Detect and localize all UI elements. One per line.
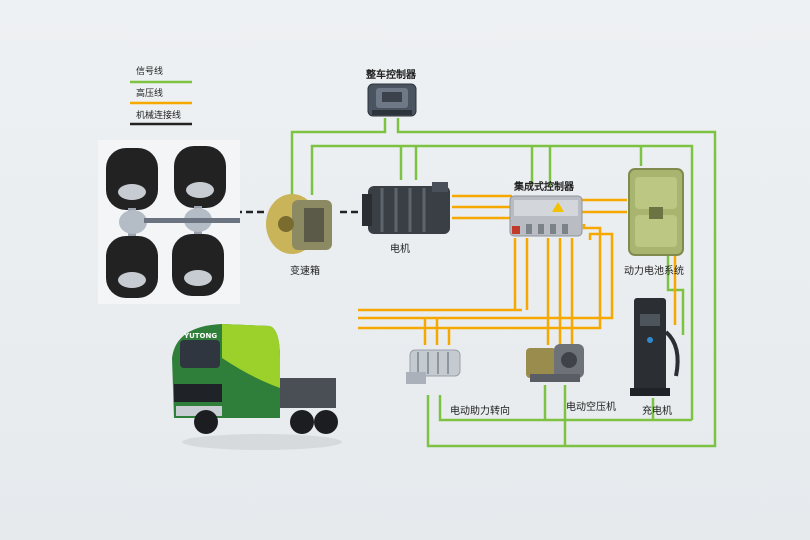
battery-icon (628, 168, 684, 256)
charger-icon (630, 298, 680, 396)
air-compressor-label: 电动空压机 (566, 402, 616, 413)
charger-label: 充电机 (642, 406, 672, 417)
high-voltage-lines (358, 194, 677, 345)
vcu-label: 整车控制器 (366, 70, 416, 81)
controller-label: 集成式控制器 (514, 182, 574, 193)
legend-swatches (130, 80, 192, 126)
gearbox-label: 变速箱 (290, 266, 320, 277)
signal-lines (290, 118, 717, 448)
axle-wheels-icon (98, 140, 240, 304)
vcu-icon (367, 83, 417, 117)
legend-signal-label: 信号线 (136, 67, 164, 77)
motor-icon (362, 182, 450, 234)
truck-icon: YUTONG (172, 324, 342, 450)
air-compressor-icon (526, 344, 584, 382)
truck-brand-text: YUTONG (183, 332, 217, 340)
battery-label: 动力电池系统 (624, 266, 684, 277)
power-steering-icon (406, 349, 461, 384)
motor-label: 电机 (390, 244, 410, 255)
power-steering-label: 电动助力转向 (450, 406, 510, 417)
legend-mech-label: 机械连接线 (136, 111, 182, 121)
legend-hv-label: 高压线 (136, 89, 164, 99)
controller-icon (509, 195, 583, 237)
gearbox-icon (266, 194, 332, 254)
